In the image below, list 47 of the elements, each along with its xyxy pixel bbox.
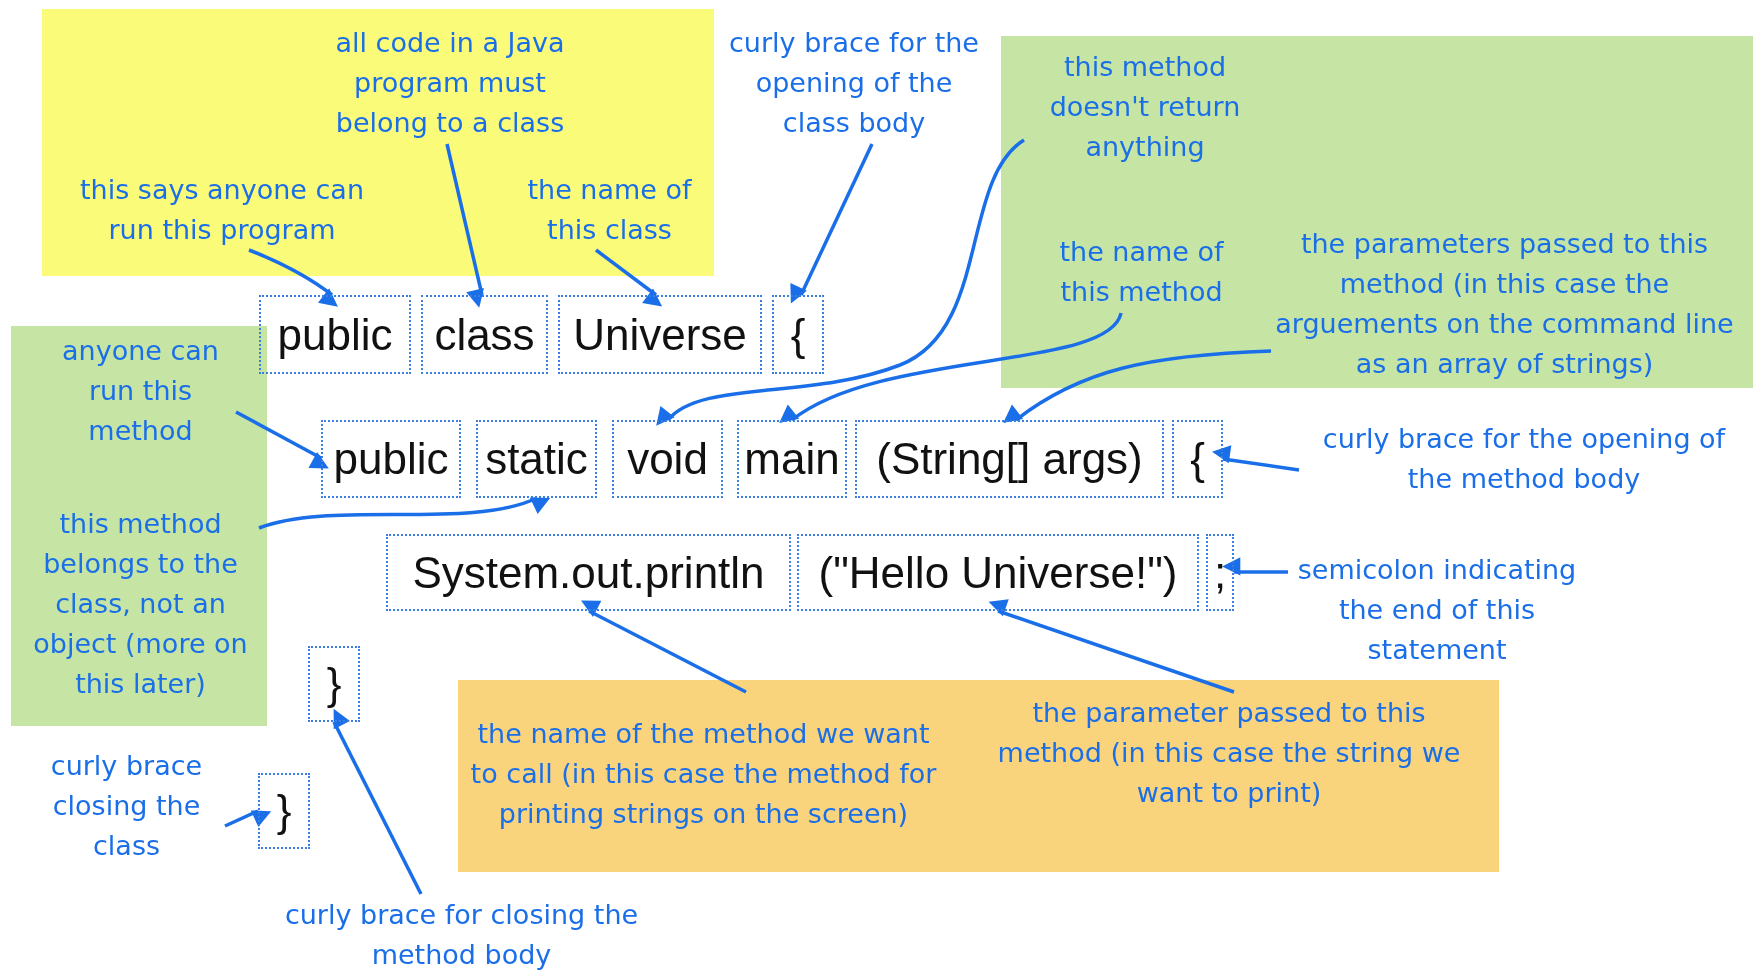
highlight-panel: [42, 9, 714, 276]
arrow: [594, 248, 663, 307]
highlight-panel: [1001, 36, 1753, 388]
annotation-text: the name of this method: [1040, 231, 1243, 313]
code-token: (String[] args): [855, 420, 1164, 498]
arrow: [790, 143, 874, 304]
code-token: }: [308, 646, 360, 722]
highlight-panel: [11, 326, 267, 726]
arrow: [1212, 445, 1300, 472]
annotation-text: semicolon indicating the end of this statement: [1288, 548, 1586, 672]
annotation-text: this method belongs to the class, not an object (more on this later): [22, 501, 259, 707]
arrow: [988, 599, 1235, 694]
code-token: System.out.println: [386, 534, 791, 611]
arrow: [332, 708, 423, 895]
code-token: {: [1172, 420, 1223, 498]
code-token: Universe: [558, 295, 762, 374]
arrow: [248, 248, 339, 307]
arrow: [655, 138, 1026, 424]
arrow: [581, 600, 747, 694]
arrow: [445, 143, 484, 308]
arrow: [1003, 349, 1272, 423]
code-token: void: [612, 420, 723, 498]
arrow: [235, 410, 329, 469]
code-token: }: [258, 773, 310, 849]
code-token: ;: [1206, 534, 1234, 611]
annotation-text: the parameters passed to this method (in this case the arguements on the command line as an array of strings): [1271, 223, 1738, 385]
arrow: [778, 312, 1123, 422]
annotation-text: this says anyone can run this program: [56, 169, 388, 250]
arrow: [224, 809, 272, 828]
code-token: static: [476, 420, 597, 498]
annotation-text: the name of this class: [512, 169, 707, 250]
annotation-text: anyone can run this method: [45, 332, 236, 450]
annotation-text: curly brace for the opening of the class body: [729, 22, 979, 144]
annotation-text: curly brace for the opening of the method body: [1299, 418, 1749, 500]
annotation-text: this method doesn't return anything: [1024, 45, 1266, 169]
highlight-panel: [458, 680, 1499, 872]
annotation-text: curly brace closing the class: [28, 745, 225, 867]
annotation-text: curly brace for closing the method body: [276, 894, 647, 975]
arrow: [1222, 557, 1288, 576]
code-token: class: [421, 295, 548, 374]
code-token: {: [772, 295, 824, 374]
code-token: main: [737, 420, 847, 498]
code-token: public: [321, 420, 461, 498]
code-token: ("Hello Universe!"): [797, 534, 1199, 611]
annotation-text: all code in a Java program must belong to a class: [309, 22, 591, 144]
annotation-text: the parameter passed to this method (in this case the string we want to print): [990, 692, 1468, 814]
annotation-text: the name of the method we want to call (in this case the method for printing strings on the screen): [467, 692, 940, 855]
